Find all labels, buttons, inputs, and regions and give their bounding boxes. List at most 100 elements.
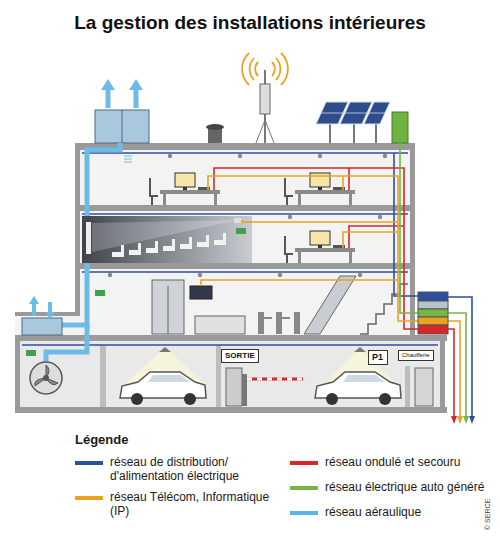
ground-floor-equipment-part: [95, 290, 105, 296]
ceiling-lights-part: [238, 154, 242, 158]
legend-swatch: [290, 486, 318, 490]
air-ducts: [22, 143, 132, 361]
ground-floor-equipment-part: [190, 286, 212, 299]
ground-floor-equipment-part: [294, 312, 300, 334]
distribution-lines-part: [82, 152, 408, 154]
antenna-part: [265, 120, 274, 143]
roof-vent: [206, 124, 224, 143]
car-park-part: [43, 375, 49, 381]
office-desks-part: [349, 194, 352, 205]
antenna-part: [281, 53, 288, 85]
network-wires-part: [201, 280, 398, 286]
network-wires-part: [214, 168, 418, 329]
ceiling-lights-part: [383, 154, 387, 158]
sign-text: SORTIE: [225, 351, 255, 360]
office-desks-part: [163, 194, 166, 205]
legend-swatch: [290, 461, 318, 465]
ceiling-lights-part: [168, 154, 172, 158]
air-ducts-part: [32, 302, 36, 316]
antenna-part: [276, 58, 280, 80]
legend-text: réseau ondulé et secouru: [325, 455, 500, 469]
car-park-part: [125, 352, 205, 384]
network-wires-part: [349, 226, 404, 248]
roof-ventilation-unit-part: [122, 110, 123, 143]
building-structure-part: [80, 269, 410, 335]
car-park: [26, 347, 433, 406]
antenna: [242, 53, 288, 143]
building-structure-part: [75, 205, 415, 211]
solar-panels-part: [353, 124, 355, 143]
legend-swatch: [75, 461, 103, 465]
roof-ventilation-unit-part: [134, 88, 139, 108]
antenna-part: [256, 120, 265, 143]
office-desks-part: [183, 187, 187, 190]
legend-text: réseau aéraulique: [325, 505, 500, 519]
ceiling-lights-part: [318, 154, 322, 158]
roof-vent-part: [206, 124, 224, 130]
car-park-part: [30, 362, 62, 394]
solar-panels-part: [375, 124, 377, 143]
distribution-lines-part: [82, 271, 408, 273]
antenna-part: [250, 58, 254, 80]
ground-floor-equipment-part: [152, 280, 184, 334]
office-desks-part: [310, 231, 330, 245]
building-structure-part: [15, 335, 20, 413]
network-wires-part: [242, 220, 398, 222]
ground-floor-equipment-part: [276, 312, 282, 334]
car-park-part: [184, 393, 196, 405]
electrical-panel-part: [418, 301, 448, 309]
legend-text: réseau électrique auto généré: [325, 480, 500, 494]
lecture-hall-part: [92, 220, 238, 252]
car-park-part: [226, 368, 242, 406]
copyright-note: © SERCE: [484, 499, 491, 530]
antenna-part: [260, 84, 270, 114]
electrical-panel-part: [418, 325, 448, 334]
air-ducts-part: [124, 156, 132, 162]
office-desks-part: [295, 248, 355, 252]
solar-panels-part: [392, 112, 408, 143]
network-wires: [201, 143, 472, 418]
network-wires-part: [448, 313, 466, 418]
lecture-hall-part: [112, 233, 226, 257]
lecture-hall-part: [236, 228, 246, 234]
ground-floor-equipment: [95, 276, 408, 334]
car-park-part: [131, 393, 143, 405]
legend-entry: réseau électrique auto généré: [290, 480, 500, 494]
legend-swatch: [290, 511, 318, 515]
distribution-lines: [22, 153, 438, 345]
building-structure: [15, 143, 447, 413]
lecture-hall-part-part: [197, 242, 207, 247]
car-park-part: [148, 375, 190, 382]
ground-floor-equipment-part: [264, 317, 290, 319]
wire-arrowheads-part: [451, 416, 457, 424]
network-wires-part: [348, 168, 350, 190]
distribution-lines-part: [82, 213, 408, 215]
legend-entry: réseau ondulé et secouru: [290, 455, 500, 469]
antenna-part: [242, 53, 249, 85]
lecture-hall-part-part: [112, 252, 122, 257]
office-desks-part: [318, 245, 322, 248]
roof-ventilation-unit: [95, 79, 149, 143]
network-wires-part: [343, 232, 398, 248]
lecture-hall-part-part: [206, 235, 209, 247]
roof-ventilation-unit-part: [106, 88, 111, 108]
exit-sign: SORTIE: [221, 349, 259, 363]
building-structure-part: [410, 143, 415, 335]
wire-arrowheads: [451, 416, 475, 424]
office-desks-part: [285, 178, 293, 205]
network-wires-part: [342, 176, 344, 190]
building-structure-part: [440, 335, 445, 413]
roof-ventilation-unit-part: [129, 79, 143, 90]
wire-arrowheads-part: [457, 416, 463, 424]
electrical-panel-part: [418, 309, 448, 317]
office-desks-part: [318, 187, 322, 190]
ceiling-lights-part: [278, 273, 282, 277]
office-desks-part: [175, 173, 195, 187]
office-desks-part: [160, 190, 220, 194]
solar-panels-part: [321, 113, 385, 114]
roof-ventilation-unit-part: [101, 79, 115, 90]
legend-swatch: [75, 496, 103, 500]
office-desks-part: [298, 194, 301, 205]
lecture-hall-part-part: [146, 248, 156, 253]
